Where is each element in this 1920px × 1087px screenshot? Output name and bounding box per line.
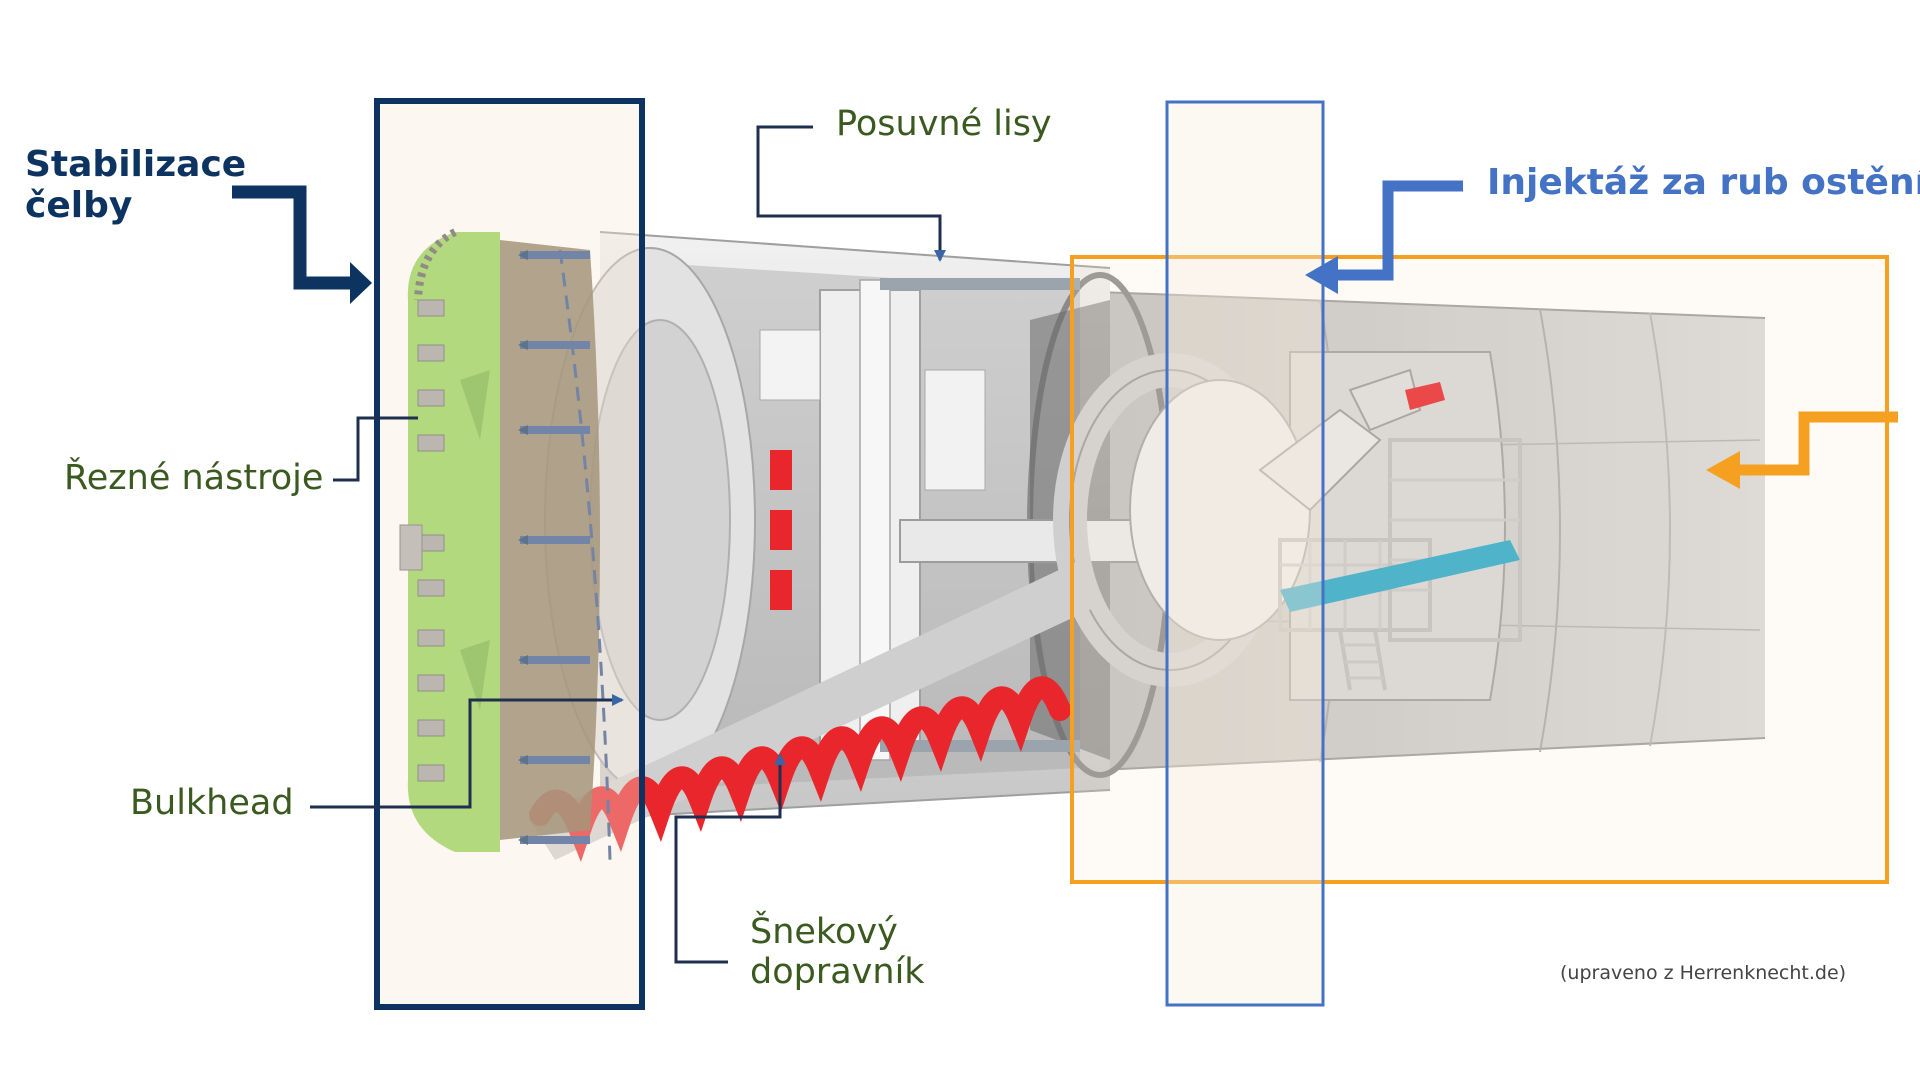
- face-stabilization-box: [374, 98, 645, 1010]
- screw-conveyor-leader: [674, 753, 786, 964]
- grouting-arrowhead: [1305, 256, 1338, 294]
- screw-conveyor-line1: Šnekový: [750, 912, 898, 952]
- floor-fade: [380, 860, 1820, 1083]
- thrust-jacks-label: Posuvné lisy: [836, 104, 1052, 144]
- screw-conveyor-line2: dopravník: [750, 952, 925, 993]
- screw-conveyor: [529, 450, 1100, 862]
- belt-conveyor: [1280, 540, 1520, 612]
- bulkhead-leader: [310, 694, 624, 809]
- grouting-box: [1165, 100, 1325, 1007]
- cutterhead: [399, 228, 612, 861]
- face-stabilization-arrowhead: [350, 262, 372, 304]
- face-stabilization-arrow: [232, 185, 350, 290]
- segment-lining-box: [1070, 255, 1889, 884]
- thrust-jacks-leader: [756, 125, 946, 262]
- cutting-tools-label: Řezné nástroje: [64, 458, 324, 498]
- face-pressure-arrows: [518, 250, 590, 845]
- grouting-arrow: [1338, 180, 1463, 281]
- internal-frames: [759, 278, 1522, 761]
- face-stabilization-line1: Stabilizace: [25, 144, 247, 185]
- lining-arrowhead: [1706, 451, 1740, 489]
- screw-conveyor-label: Šnekový dopravník: [750, 912, 925, 993]
- image-credit: (upraveno z Herrenknecht.de): [1560, 962, 1847, 984]
- lining-arrow: [1740, 411, 1898, 476]
- face-stabilization-label: Stabilizace čelby: [25, 144, 246, 227]
- grouting-label: Injektáž za rub ostění: [1487, 162, 1920, 203]
- erector-head: [1405, 382, 1445, 410]
- cutting-tools-leader: [333, 416, 418, 482]
- face-stabilization-line2: čelby: [25, 185, 133, 227]
- bulkhead-label: Bulkhead: [130, 783, 294, 823]
